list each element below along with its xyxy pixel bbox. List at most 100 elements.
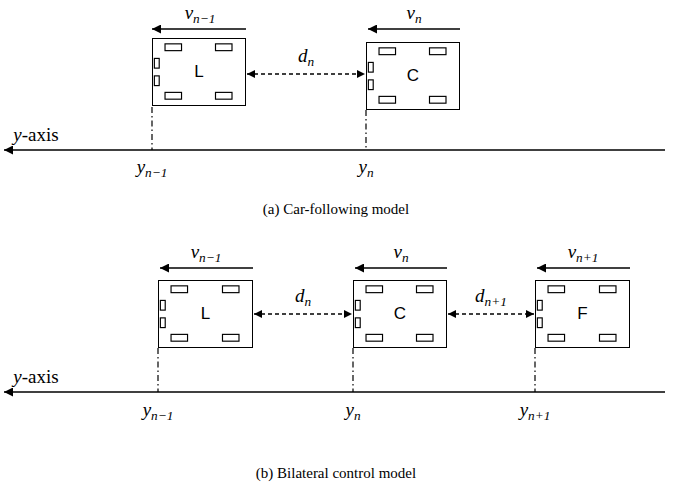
symbol: y: [358, 156, 366, 177]
vehicle-box: L: [158, 280, 253, 348]
subscript: n: [402, 250, 409, 265]
symbol: y: [143, 399, 151, 420]
wheel: [366, 334, 383, 341]
vehicle-letter: L: [201, 304, 210, 324]
gap-label: dn+1: [473, 285, 509, 307]
velocity-arrow: [355, 267, 447, 269]
wheel: [417, 334, 434, 341]
symbol: d: [295, 285, 305, 306]
vehicle-letter: L: [194, 62, 203, 82]
symbol: y: [137, 156, 145, 177]
symbol: y: [520, 399, 528, 420]
headlight: [160, 300, 165, 310]
math-label: vn−1: [185, 2, 216, 24]
wheel: [417, 286, 434, 293]
subscript: n−1: [193, 11, 215, 26]
math-label: yn−1: [137, 156, 168, 178]
subscript: n: [354, 408, 361, 423]
math-label: vn−1: [191, 241, 222, 263]
headlight: [160, 318, 165, 328]
wheel: [379, 96, 396, 103]
subscript: n: [307, 54, 314, 69]
subscript: n−1: [145, 165, 167, 180]
math-label: vn: [406, 2, 421, 24]
subfigure-caption: (b) Bilateral control model: [256, 462, 416, 484]
math-label: vn: [393, 241, 408, 263]
velocity-arrow: [537, 267, 630, 269]
vehicle-letter: F: [577, 304, 587, 324]
wheel: [430, 96, 447, 103]
symbol: v: [568, 241, 576, 262]
wheel: [165, 44, 182, 51]
gap-label: dn: [296, 45, 316, 67]
math-label: yn+1: [520, 399, 551, 421]
subscript: n+1: [485, 294, 507, 309]
vehicle-letter: C: [394, 304, 406, 324]
wheel: [379, 48, 396, 55]
gap-arrow: [448, 313, 534, 315]
headlight: [355, 300, 360, 310]
velocity-arrow: [160, 267, 253, 269]
symbol: v: [406, 2, 414, 23]
subscript: n−1: [199, 250, 221, 265]
symbol: d: [475, 285, 485, 306]
wheel: [599, 286, 616, 293]
subscript: n: [304, 294, 311, 309]
wheel: [548, 334, 565, 341]
wheel: [366, 286, 383, 293]
wheel: [171, 286, 188, 293]
headlight: [368, 80, 373, 90]
wheel: [171, 334, 188, 341]
symbol: d: [298, 45, 308, 66]
wheel: [222, 286, 239, 293]
vehicle-box: C: [353, 280, 447, 348]
math-label: yn: [358, 156, 373, 178]
wheel: [430, 48, 447, 55]
wheel: [216, 92, 233, 99]
symbol: y: [13, 366, 21, 387]
math-label: yn−1: [143, 399, 174, 421]
headlight: [537, 300, 542, 310]
wheel: [548, 286, 565, 293]
y-axis-line: [4, 391, 665, 393]
headlight: [154, 58, 159, 68]
subscript: n: [415, 11, 422, 26]
symbol: v: [185, 2, 193, 23]
vehicle-box: L: [152, 38, 246, 106]
velocity-arrow: [368, 28, 460, 30]
gap-arrow: [247, 73, 365, 75]
headlight: [537, 318, 542, 328]
velocity-arrow: [152, 28, 246, 30]
suffix: -axis: [22, 124, 59, 145]
position-tick: [365, 110, 366, 150]
wheel: [599, 334, 616, 341]
subfigure-caption: (a) Car-following model: [263, 198, 409, 220]
subscript: n: [367, 165, 374, 180]
subscript: n+1: [528, 408, 550, 423]
gap-label: dn: [293, 285, 313, 307]
math-label: vn+1: [568, 241, 599, 263]
wheel: [222, 334, 239, 341]
math-label: y-axis: [13, 366, 58, 388]
wheel: [165, 92, 182, 99]
position-tick: [352, 348, 353, 392]
suffix: -axis: [22, 366, 59, 387]
vehicle-letter: C: [407, 66, 419, 86]
position-tick: [534, 348, 535, 392]
symbol: y: [13, 124, 21, 145]
vehicle-box: C: [366, 42, 460, 110]
headlight: [355, 318, 360, 328]
gap-arrow: [254, 313, 352, 315]
symbol: v: [191, 241, 199, 262]
y-axis-line: [4, 149, 665, 151]
subscript: n+1: [576, 250, 598, 265]
symbol: y: [345, 399, 353, 420]
position-tick: [157, 348, 158, 392]
headlight: [368, 62, 373, 72]
subscript: n−1: [151, 408, 173, 423]
wheel: [216, 44, 233, 51]
math-label: y-axis: [13, 124, 58, 146]
math-label: yn: [345, 399, 360, 421]
position-tick: [151, 107, 152, 150]
